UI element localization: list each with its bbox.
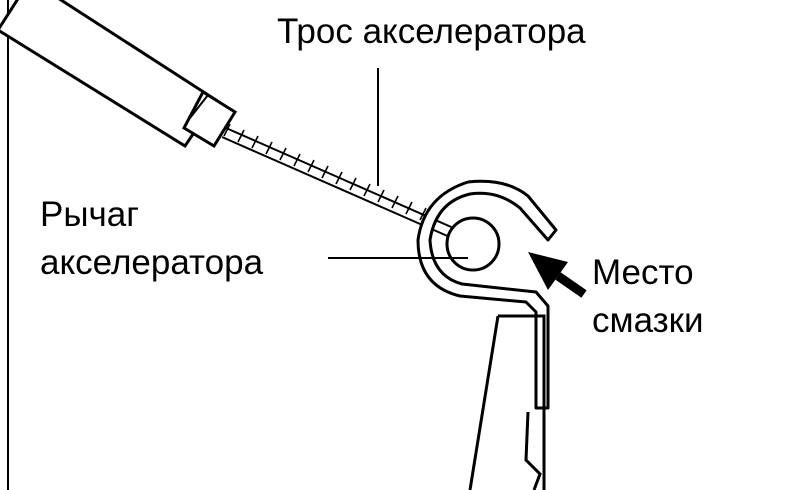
cable-end-barrel xyxy=(445,216,501,272)
lubrication-label-line1: Место xyxy=(592,253,694,292)
cable-housing xyxy=(0,0,238,149)
lubrication-arrow-icon xyxy=(528,252,587,298)
lever-label-line1: Рычаг xyxy=(40,195,139,234)
lever-label-line2: акселератора xyxy=(40,243,264,282)
accelerator-cable-wire xyxy=(221,123,459,239)
pedal-arm xyxy=(468,314,546,490)
lubrication-label-line2: смазки xyxy=(592,301,704,340)
cable-label: Трос акселератора xyxy=(277,12,586,51)
accelerator-lever xyxy=(416,179,558,410)
